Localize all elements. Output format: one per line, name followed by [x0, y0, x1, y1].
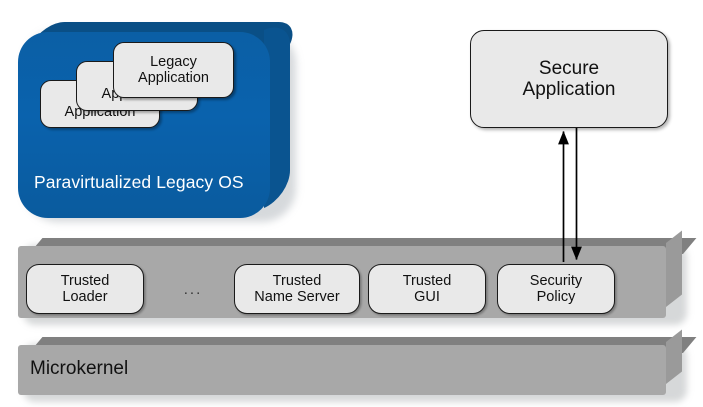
trusted-gui-line1: Trusted — [402, 272, 452, 289]
secure-app-line1: Secure — [538, 57, 600, 79]
trusted-gui-text: Trusted GUI — [403, 273, 452, 305]
services-ellipsis: ... — [183, 281, 203, 298]
security-policy-line2: Policy — [536, 289, 576, 305]
trusted-loader-text: Trusted Loader — [61, 273, 110, 305]
trusted-name-server-card: Trusted Name Server — [234, 264, 360, 314]
secure-app-line2: Application — [522, 79, 616, 100]
trusted-loader-line2: Loader — [62, 289, 108, 305]
legacy-app-3-line2: Application — [138, 70, 209, 86]
trusted-gui-card: Trusted GUI — [368, 264, 486, 314]
secure-application-text: Secure Application — [523, 58, 616, 101]
trusted-gui-line2: GUI — [414, 289, 440, 305]
legacy-app-3-line1: Legacy — [150, 53, 197, 70]
trusted-name-server-text: Trusted Name Server — [254, 273, 339, 305]
paravirtualized-legacy-os-label: Paravirtualized Legacy OS — [34, 172, 244, 192]
trusted-loader-card: Trusted Loader — [26, 264, 144, 314]
legacy-application-card-3-text: Legacy Application — [138, 54, 209, 86]
trusted-slab-right-bevel — [666, 230, 682, 307]
trusted-name-server-line1: Trusted — [272, 272, 322, 289]
trusted-name-server-line2: Name Server — [254, 289, 340, 305]
secure-application-card: Secure Application — [470, 30, 668, 128]
microkernel-slab — [18, 329, 697, 402]
microkernel-slab-face — [18, 345, 666, 395]
trusted-loader-line1: Trusted — [60, 272, 110, 289]
security-policy-card: Security Policy — [497, 264, 615, 314]
security-policy-text: Security Policy — [530, 273, 582, 305]
security-policy-line1: Security — [529, 272, 583, 289]
legacy-application-card-3: Legacy Application — [113, 42, 234, 98]
microkernel-label: Microkernel — [30, 358, 129, 379]
